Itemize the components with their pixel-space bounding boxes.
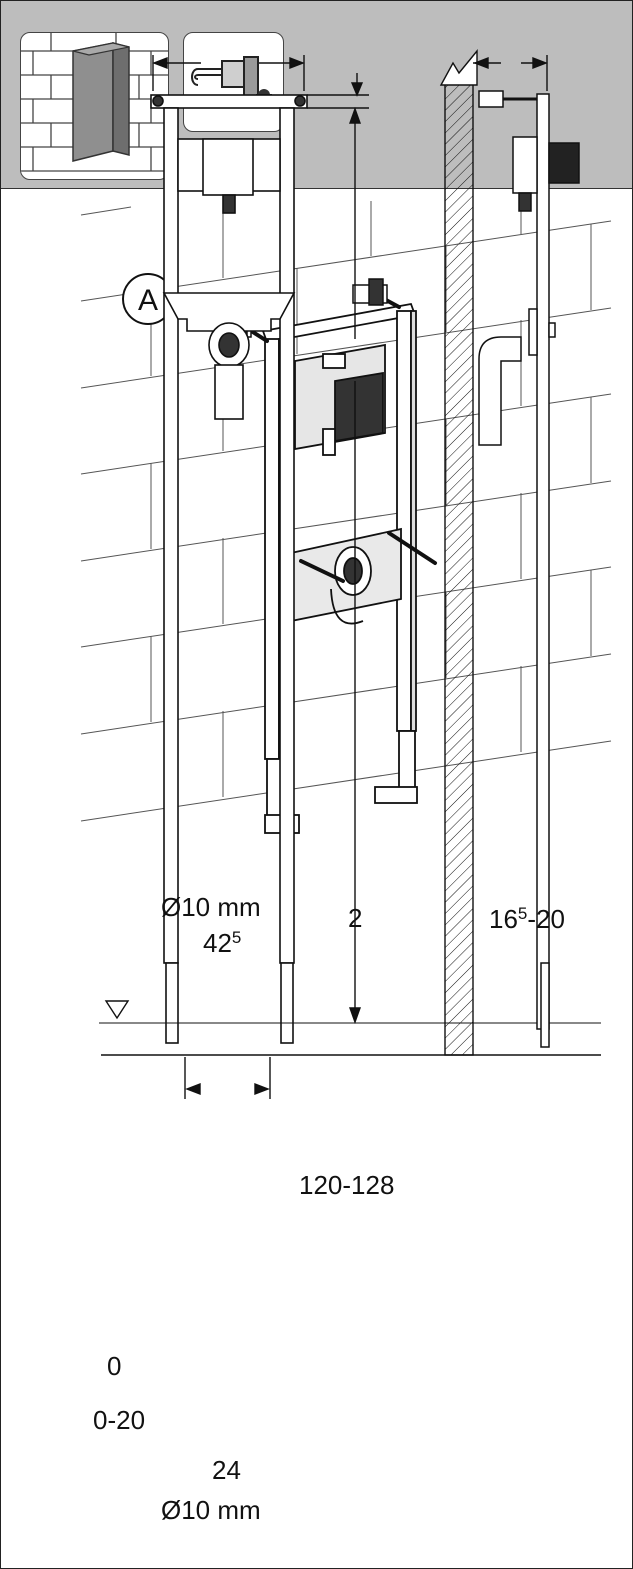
hole-diameter-top-label: Ø10 mm: [161, 892, 261, 922]
header-strip: [1, 1, 632, 189]
side-frame: [478, 90, 580, 1048]
width-label: 425: [203, 928, 242, 958]
width-dimension: [152, 55, 305, 91]
wall-enclosure-tile: [20, 32, 169, 180]
height-dimension: [349, 106, 361, 1025]
depth-label: 165-20: [489, 904, 565, 934]
floor-zero-label: 0: [107, 1351, 122, 1381]
callout-marker: A: [138, 284, 158, 317]
wall-enclosure-icon: [21, 33, 168, 172]
foot-spacing-dimension: [184, 1057, 271, 1099]
depth-dimension: [473, 55, 548, 91]
hole-diameter-bottom-label: Ø10 mm: [161, 1495, 261, 1525]
isometric-frame-illustration: A: [80, 201, 612, 834]
wall-section: [439, 49, 478, 1056]
floor-level-icon: [104, 1000, 130, 1020]
foot-spacing-label: 24: [212, 1455, 241, 1485]
wall-bracket-tile: [183, 32, 284, 132]
floor-range-label: 0-20: [93, 1405, 146, 1435]
top-gap-label: 2: [348, 903, 363, 933]
top-gap-dimension: [307, 73, 369, 109]
mounting-frame: [261, 302, 418, 834]
height-label: 120-128: [299, 1170, 395, 1200]
